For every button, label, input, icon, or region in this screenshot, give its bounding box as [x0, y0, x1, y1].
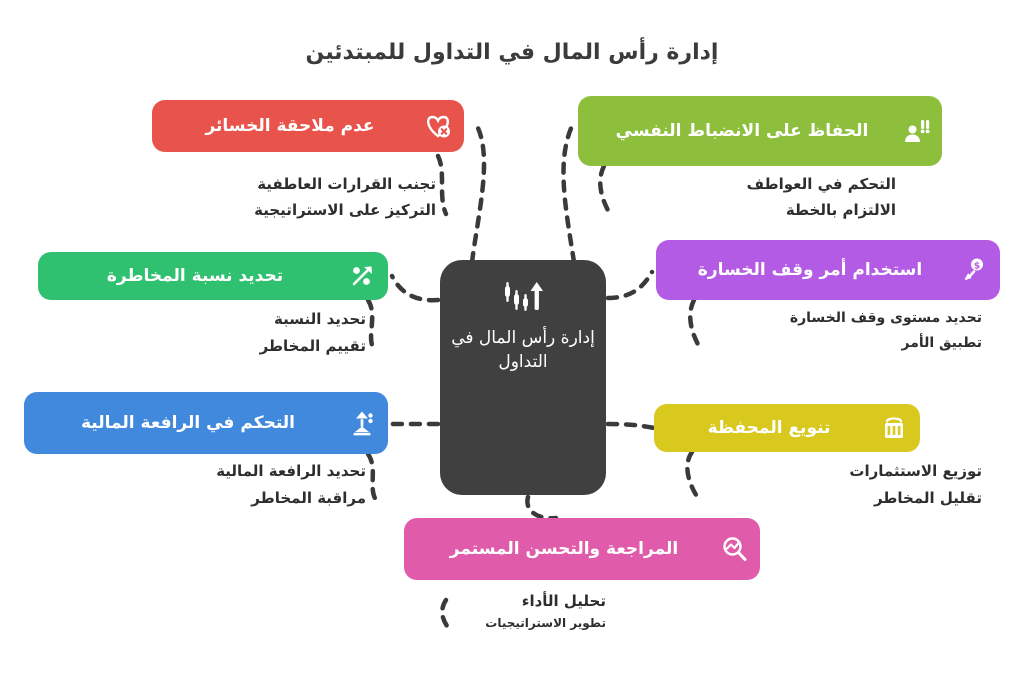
connector-risk-ratio: [389, 273, 441, 303]
sub-item: تحديد مستوى وقف الخسارة: [789, 310, 982, 326]
branch-label-chasing-losses: عدم ملاحقة الخسائر: [205, 115, 375, 136]
subconnector-chasing-losses: [435, 153, 449, 217]
branch-label-risk-ratio: تحديد نسبة المخاطرة: [106, 265, 284, 286]
connector-psychological-discipline: [561, 123, 577, 265]
sublist-risk-ratio: تحديد النسبة تقييم المخاطر: [60, 306, 366, 359]
percent-arrow-icon: [352, 266, 372, 286]
sub-item: تقييم المخاطر: [259, 336, 366, 355]
sub-item: التركيز على الاستراتيجية: [254, 200, 436, 219]
sub-item: تحديد النسبة: [273, 310, 366, 328]
branch-label-stop-loss-order: استخدام أمر وقف الخسارة: [697, 259, 923, 280]
sub-item: تطوير الاستراتيجيات: [485, 615, 606, 630]
sub-item: تطبيق الأمر: [901, 334, 982, 351]
sub-item: تحديد الرافعة المالية: [216, 462, 366, 480]
candlestick-chart-icon: [505, 282, 543, 311]
sublist-stop-loss-order: تحديد مستوى وقف الخسارة تطبيق الأمر: [676, 306, 982, 356]
branch-label-psychological-discipline: الحفاظ على الانضباط النفسي: [615, 120, 869, 141]
magnifier-chart-icon: [723, 537, 747, 561]
connector-chasing-losses: [469, 125, 487, 265]
sublist-review-improvement: تحليل الأداء تطوير الاستراتيجيات: [300, 590, 606, 633]
connector-portfolio-diversification: [605, 421, 657, 431]
heart-broken-icon: [427, 115, 450, 138]
branch-label-review-improvement: المراجعة والتحسن المستمر: [449, 538, 679, 559]
sublist-chasing-losses: تجنب القرارات العاطفية التركيز على الاست…: [130, 172, 436, 224]
person-discipline-icon: [905, 120, 930, 142]
branch-label-leverage-control: التحكم في الرافعة المالية: [81, 412, 295, 433]
sublist-psychological-discipline: التحكم في العواطف الالتزام بالخطة: [590, 172, 896, 224]
branch-node-risk-ratio[interactable]: تحديد نسبة المخاطرة: [38, 252, 388, 300]
page-title: إدارة رأس المال في التداول للمبتدئين: [305, 40, 719, 65]
sub-item: تقليل المخاطر: [873, 488, 982, 507]
sub-item: تجنب القرارات العاطفية: [257, 175, 436, 193]
sub-item: تحليل الأداء: [521, 592, 606, 610]
central-node-label: إدارة رأس المال في التداول: [451, 328, 595, 373]
briefcase-bars-icon: [885, 417, 903, 438]
sublist-portfolio-diversification: توزيع الاستثمارات تقليل المخاطر: [676, 458, 982, 511]
branch-node-chasing-losses[interactable]: عدم ملاحقة الخسائر: [152, 100, 464, 152]
branch-node-stop-loss-order[interactable]: $ استخدام أمر وقف الخسارة: [656, 240, 1000, 300]
sub-item: مراقبة المخاطر: [251, 488, 366, 507]
subconnector-leverage-control: [365, 451, 379, 503]
branch-node-leverage-control[interactable]: التحكم في الرافعة المالية: [24, 392, 388, 454]
svg-text:$: $: [974, 261, 980, 271]
sub-item: توزيع الاستثمارات: [849, 462, 982, 480]
branch-label-portfolio-diversification: تنويع المحفظة: [707, 417, 831, 438]
branch-node-review-improvement[interactable]: المراجعة والتحسن المستمر: [404, 518, 760, 580]
central-node[interactable]: إدارة رأس المال في التداول: [440, 260, 606, 495]
sub-item: التحكم في العواطف: [746, 175, 896, 193]
branch-node-portfolio-diversification[interactable]: تنويع المحفظة: [654, 404, 920, 452]
connector-review-improvement: [525, 494, 559, 521]
branch-node-psychological-discipline[interactable]: الحفاظ على الانضباط النفسي: [578, 96, 942, 166]
money-down-arrow-icon: $: [964, 258, 983, 280]
connector-stop-loss-order: [605, 269, 655, 301]
subconnector-risk-ratio: [365, 297, 377, 353]
scale-balance-icon: [353, 411, 373, 436]
sublist-leverage-control: تحديد الرافعة المالية مراقبة المخاطر: [60, 458, 366, 511]
sub-item: الالتزام بالخطة: [785, 200, 896, 219]
